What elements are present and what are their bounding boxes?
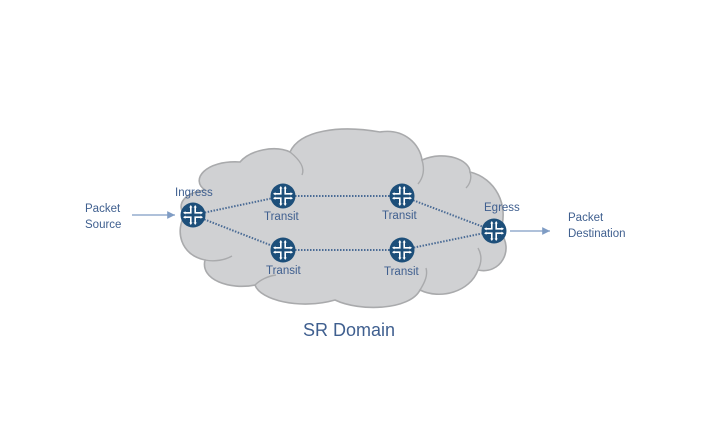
link-ingress-transit-3 [192, 214, 284, 251]
cloud-fold [254, 274, 277, 286]
cloud-fold [419, 267, 428, 291]
link-transit-2-egress [401, 195, 495, 232]
sr-domain-cloud [179, 128, 507, 309]
cloud-fold [477, 247, 482, 271]
cloud-fold [465, 171, 472, 189]
node-label: Transit [264, 211, 300, 223]
destination-line2: Destination [568, 228, 626, 240]
link-ingress-transit-1 [192, 195, 284, 216]
node-transit-2[interactable]: Transit [382, 183, 418, 223]
source-line1: Packet [85, 203, 121, 215]
cloud-fold [204, 255, 233, 262]
router-icon [270, 183, 296, 209]
cloud-fold [289, 151, 304, 176]
link-transit-4-egress [401, 230, 495, 251]
destination-line1: Packet [568, 212, 604, 224]
cloud-shape [179, 128, 507, 309]
node-ingress[interactable]: Ingress [175, 187, 213, 228]
node-transit-3[interactable]: Transit [266, 237, 302, 278]
node-label: Transit [382, 210, 418, 222]
links-layer [192, 195, 495, 251]
packet-destination-label: Packet Destination [568, 212, 626, 240]
node-egress[interactable]: Egress [481, 202, 521, 244]
cloud-fold [417, 159, 425, 185]
router-icon [270, 237, 296, 263]
node-label: Transit [384, 266, 420, 278]
node-transit-4[interactable]: Transit [384, 237, 420, 279]
node-transit-1[interactable]: Transit [264, 183, 300, 224]
diagram-title: SR Domain [303, 320, 395, 340]
router-icon [389, 237, 415, 263]
router-icon [481, 218, 507, 244]
node-label: Transit [266, 265, 302, 277]
source-line2: Source [85, 219, 121, 231]
node-label: Ingress [175, 187, 213, 199]
router-icon [180, 202, 206, 228]
node-label: Egress [484, 202, 520, 214]
packet-source-label: Packet Source [85, 203, 121, 231]
router-icon [389, 183, 415, 209]
